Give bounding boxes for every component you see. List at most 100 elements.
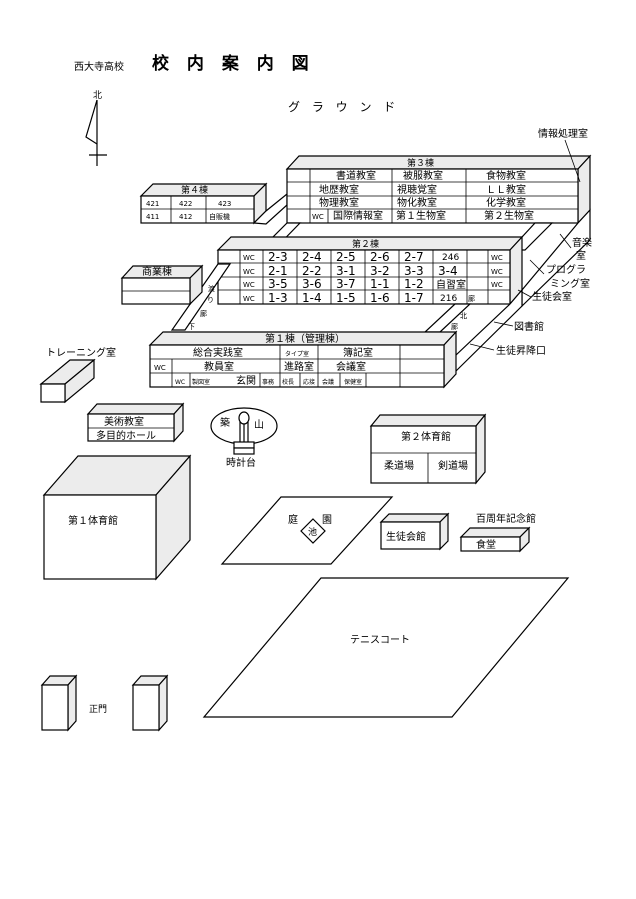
room-principal: 校長 <box>282 378 294 386</box>
garden-left: 庭 <box>288 513 298 526</box>
commerce-building-name: 商業棟 <box>142 265 172 278</box>
student-hall-name: 生徒会館 <box>386 530 426 543</box>
room-ll: ＬＬ教室 <box>486 183 526 196</box>
b2-wc-5: WC <box>491 254 503 262</box>
west-corridor <box>170 263 232 331</box>
student-hall <box>379 512 450 551</box>
room-physics: 物理教室 <box>319 196 359 209</box>
b2-wc-2: WC <box>243 268 255 276</box>
student-entrance-label: 生徒昇降口 <box>496 344 546 357</box>
room-type: タイプ室 <box>285 350 309 358</box>
gym-2-name: 第２体育館 <box>401 430 451 443</box>
art-room: 美術教室 <box>104 415 144 428</box>
building-4-name: 第４棟 <box>181 184 208 196</box>
room-office: 事務 <box>262 378 274 386</box>
room-staff: 教員室 <box>204 360 234 373</box>
room-vending: 自販機 <box>209 212 230 221</box>
room-health: 保健室 <box>344 378 362 386</box>
info-room-label: 情報処理室 <box>538 127 588 140</box>
room-career: 進路室 <box>284 360 314 373</box>
room-1-1: 1-1 <box>370 277 390 291</box>
room-1-4: 1-4 <box>302 291 322 305</box>
building-4 <box>139 182 268 225</box>
room-1-6: 1-6 <box>370 291 390 305</box>
entrance: 玄関 <box>236 374 256 387</box>
room-3-5: 3-5 <box>268 277 288 291</box>
gym-1-name: 第１体育館 <box>68 514 118 527</box>
room-sogo: 総合実践室 <box>193 346 243 359</box>
garden-right: 園 <box>322 514 332 526</box>
b2-wc-7: WC <box>491 281 503 289</box>
room-food: 食物教室 <box>486 169 526 182</box>
room-conf: 会議 <box>322 378 334 386</box>
programming-room-label-2: ミング室 <box>550 277 590 290</box>
kendo-hall: 剣道場 <box>438 459 468 472</box>
room-calligraphy: 書道教室 <box>336 169 376 182</box>
room-2-3: 2-3 <box>268 250 288 264</box>
clock-tower <box>233 441 255 455</box>
room-412: 412 <box>179 213 192 221</box>
room-1-7: 1-7 <box>404 291 424 305</box>
building-1-name: 第１棟（管理棟） <box>265 332 345 345</box>
room-bio1: 第１生物室 <box>396 209 446 222</box>
room-reception: 応接 <box>303 378 315 386</box>
west-corridor-4: 下 <box>188 323 195 331</box>
page-title: 校 内 案 内 図 <box>152 53 315 74</box>
room-2-5: 2-5 <box>336 250 356 264</box>
tennis-court <box>202 577 570 718</box>
north-arrow-icon <box>85 99 107 166</box>
b1-wc-2: WC <box>175 379 185 386</box>
room-422: 422 <box>179 200 192 208</box>
b2-wc-6: WC <box>491 268 503 276</box>
building-3-name: 第３棟 <box>407 157 434 169</box>
room-study: 自習室 <box>436 278 466 291</box>
music-room-label-1: 音楽 <box>572 236 592 249</box>
pond: 池 <box>308 526 317 538</box>
tsukiyama-left: 築 <box>220 416 230 429</box>
room-wc-b3: WC <box>312 213 324 221</box>
gym-1 <box>42 454 192 581</box>
room-physchem: 物化教室 <box>397 196 437 209</box>
room-1-3: 1-3 <box>268 291 288 305</box>
library-label: 図書館 <box>514 320 544 333</box>
tsukiyama-right: 山 <box>254 419 264 431</box>
main-gate <box>40 674 169 732</box>
room-2-7: 2-7 <box>404 250 424 264</box>
cafeteria-name: 食堂 <box>476 538 496 551</box>
room-bio2: 第２生物室 <box>484 209 534 222</box>
b2-wc-4: WC <box>243 295 255 303</box>
student-council-room-label: 生徒会室 <box>532 290 572 303</box>
callout-lines <box>469 139 581 351</box>
clock-tower-label: 時計台 <box>226 456 256 469</box>
room-3-3: 3-3 <box>404 264 424 278</box>
building-3 <box>285 154 592 225</box>
b1-wc-1: WC <box>154 364 166 372</box>
room-3-4: 3-4 <box>438 264 458 278</box>
art-building <box>86 402 185 443</box>
east-corridor-2: 廊 <box>451 322 458 331</box>
room-216: 216 <box>440 294 457 304</box>
building-1 <box>148 330 458 389</box>
room-meeting: 会議室 <box>336 360 366 373</box>
school-name: 西大寺高校 <box>74 60 124 73</box>
multipurpose-hall: 多目的ホール <box>96 429 156 442</box>
room-1-5: 1-5 <box>336 291 356 305</box>
gym-2 <box>369 413 487 485</box>
room-411: 411 <box>146 213 159 221</box>
east-corridor-3: 廊 <box>468 294 475 303</box>
room-2-1: 2-1 <box>268 264 288 278</box>
tennis-court-label: テニスコート <box>350 635 410 646</box>
room-1-2: 1-2 <box>404 277 424 291</box>
commerce-building <box>120 264 204 306</box>
cafeteria <box>459 526 531 553</box>
programming-room-label-1: プログラ <box>546 263 586 276</box>
judo-hall: 柔道場 <box>384 459 414 472</box>
ground-label: グ ラ ウ ン ド <box>288 100 399 114</box>
building-2-name: 第２棟 <box>352 238 379 250</box>
west-corridor-2: り <box>207 296 214 304</box>
east-corridor-1: 北 <box>460 312 467 320</box>
room-chemistry: 化学教室 <box>486 196 526 209</box>
room-3-1: 3-1 <box>336 264 356 278</box>
room-sewing: 被服教室 <box>403 169 443 182</box>
